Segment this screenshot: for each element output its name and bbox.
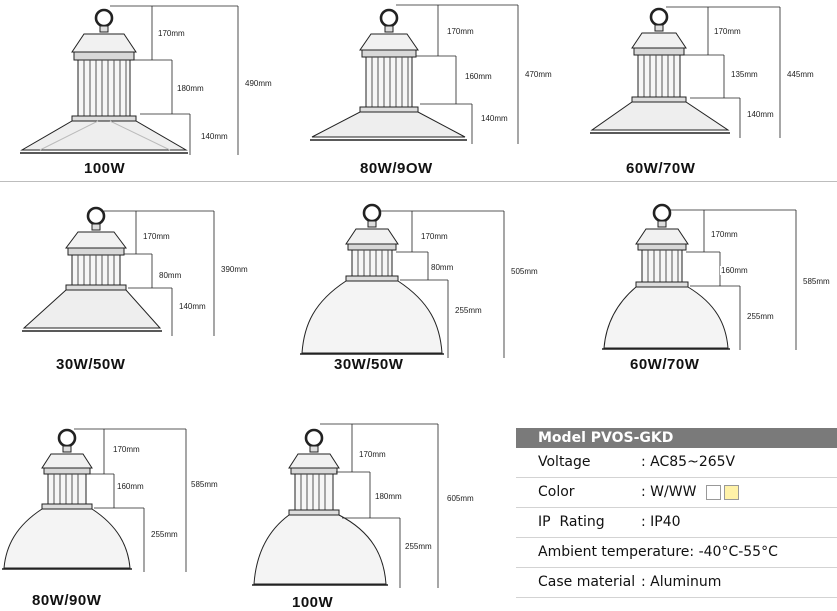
row-separator: [0, 181, 837, 182]
spec-label: Voltage: [538, 454, 591, 470]
lamp-diagram-30w-50w-cone: 170mm 80mm 140mm 390mm 30W/50W: [0, 190, 290, 380]
cone-lamp-icon: [22, 206, 215, 336]
dim-total-height: 585mm: [190, 480, 219, 489]
dim-bottom-height: 255mm: [404, 542, 433, 551]
dome-lamp-icon: [252, 423, 439, 588]
dim-total-height: 605mm: [446, 494, 475, 503]
lamp-caption: 60W/70W: [630, 356, 700, 373]
dim-mid-height: 80mm: [158, 271, 183, 280]
cone-lamp-icon: [590, 6, 781, 138]
lamp-caption: 30W/50W: [334, 356, 404, 373]
dim-mid-height: 135mm: [730, 70, 759, 79]
dim-top-height: 170mm: [446, 27, 475, 36]
dim-bottom-height: 255mm: [746, 312, 775, 321]
color-swatch-warm-white: [723, 484, 739, 500]
dim-total-height: 505mm: [510, 267, 539, 276]
dim-total-height: 490mm: [244, 79, 273, 88]
dim-top-height: 170mm: [420, 232, 449, 241]
dim-total-height: 585mm: [802, 277, 831, 286]
lamp-caption: 30W/50W: [56, 356, 126, 373]
dim-top-height: 170mm: [157, 29, 186, 38]
spec-value: : AC85~265V: [641, 454, 736, 470]
dome-lamp-icon: [602, 203, 797, 350]
dim-top-height: 170mm: [713, 27, 742, 36]
lamp-diagram-60w-70w-cone: 170mm 135mm 140mm 445mm 60W/70W: [550, 0, 837, 180]
spec-label: IP Rating: [538, 514, 605, 530]
lamp-caption: 100W: [292, 594, 334, 611]
lamp-diagram-80w-90w-dome: 170mm 160mm 255mm 585mm 80W/90W: [0, 418, 250, 610]
dim-top-height: 170mm: [112, 445, 141, 454]
spec-row-voltage: Voltage : AC85~265V: [516, 448, 837, 478]
lamp-caption: 100W: [84, 160, 126, 177]
lamp-caption: 80W/9OW: [360, 160, 433, 177]
lamp-caption: 80W/90W: [32, 592, 102, 609]
dim-mid-height: 180mm: [176, 84, 205, 93]
dim-bottom-height: 140mm: [746, 110, 775, 119]
dome-lamp-icon: [300, 203, 505, 358]
dim-bottom-height: 255mm: [150, 530, 179, 539]
dim-bottom-height: 255mm: [454, 306, 483, 315]
spec-row-case-material: Case material : Aluminum: [516, 568, 837, 598]
dim-mid-height: 160mm: [720, 266, 749, 275]
dim-top-height: 170mm: [710, 230, 739, 239]
dim-top-height: 170mm: [142, 232, 171, 241]
dim-mid-height: 180mm: [374, 492, 403, 501]
spec-label: Case material: [538, 574, 636, 590]
spec-row-ip-rating: IP Rating : IP40: [516, 508, 837, 538]
lamp-diagram-60w-70w-dome: 170mm 160mm 255mm 585mm 60W/70W: [590, 190, 837, 380]
spec-row-color: Color : W/WW: [516, 478, 837, 508]
dome-lamp-icon: [2, 428, 187, 572]
lamp-diagram-100w-dome: 170mm 180mm 255mm 605mm 100W: [250, 418, 510, 611]
color-swatch-white: [705, 484, 721, 500]
cone-lamp-icon: [20, 5, 239, 155]
dim-mid-height: 160mm: [116, 482, 145, 491]
spec-value: : IP40: [641, 514, 681, 530]
spec-label: Color: [538, 484, 575, 500]
dim-total-height: 445mm: [786, 70, 815, 79]
dim-mid-height: 160mm: [464, 72, 493, 81]
dim-bottom-height: 140mm: [480, 114, 509, 123]
dim-total-height: 470mm: [524, 70, 553, 79]
lamp-caption: 60W/70W: [626, 160, 696, 177]
spec-table: Model PVOS-GKD Voltage : AC85~265V Color:…: [516, 428, 837, 598]
spec-value: : Aluminum: [641, 574, 722, 590]
dim-bottom-height: 140mm: [178, 302, 207, 311]
dim-top-height: 170mm: [358, 450, 387, 459]
lamp-diagram-100w-cone: 170mm 180mm 140mm 490mm 100W: [0, 0, 290, 180]
dim-mid-height: 80mm: [430, 263, 455, 272]
spec-text: Ambient temperature: -40°C-55°C: [538, 544, 778, 560]
dim-total-height: 390mm: [220, 265, 249, 274]
spec-row-ambient-temperature: Ambient temperature: -40°C-55°C: [516, 538, 837, 568]
dim-bottom-height: 140mm: [200, 132, 229, 141]
spec-title: Model PVOS-GKD: [516, 428, 837, 448]
cone-lamp-icon: [310, 4, 519, 144]
spec-value: : W/WW: [641, 484, 697, 500]
lamp-diagram-80w-90w-cone: 170mm 160mm 140mm 470mm 80W/9OW: [280, 0, 570, 180]
lamp-diagram-30w-50w-dome: 170mm 80mm 255mm 505mm 30W/50W: [300, 190, 570, 380]
